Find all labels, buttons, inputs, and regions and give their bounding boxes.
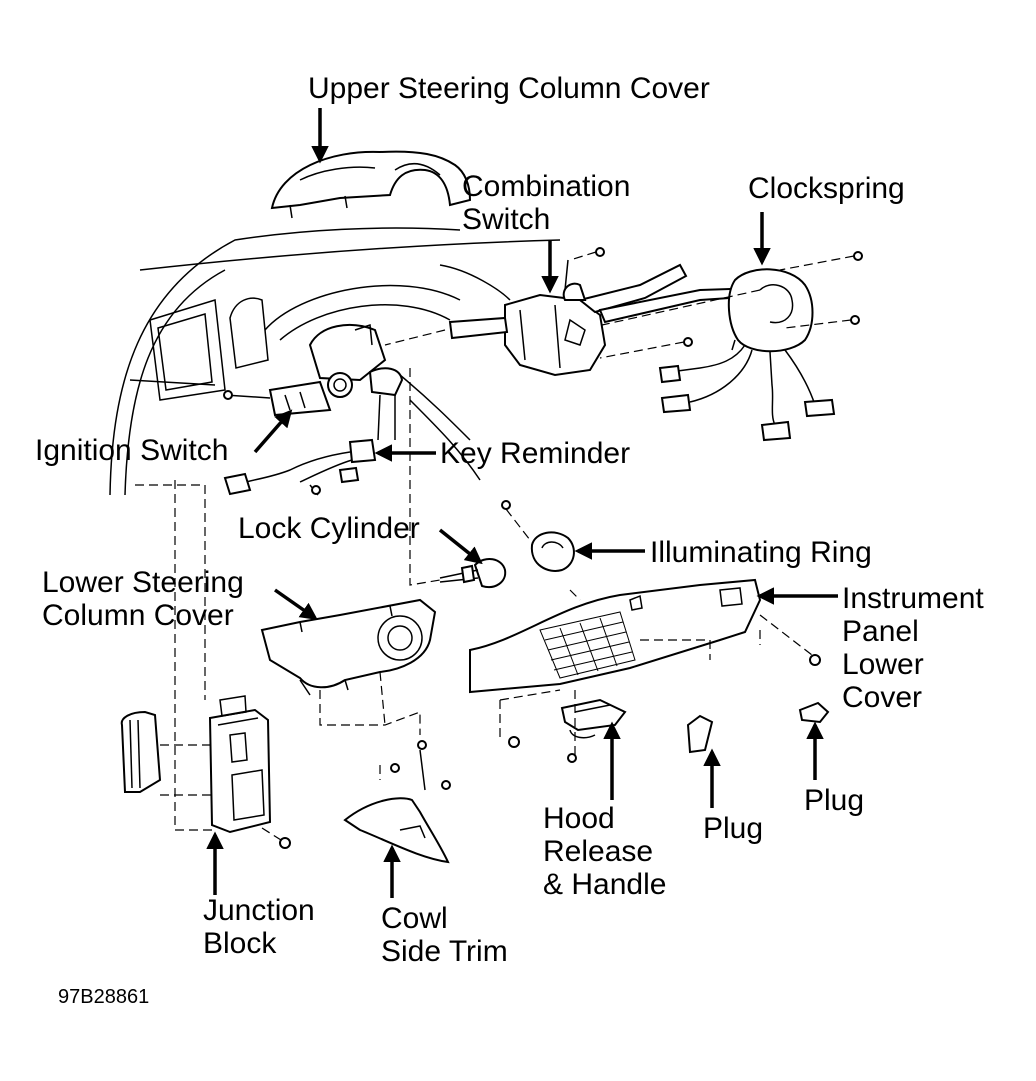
upper-steering-column-cover-part — [270, 150, 472, 219]
label-lock-cylinder: Lock Cylinder — [238, 512, 420, 545]
instrument-panel-lower-cover-part — [469, 578, 821, 748]
figure-reference: 97B28861 — [58, 986, 150, 1008]
steering-column-assembly — [223, 323, 404, 417]
junction-block-part — [120, 695, 291, 849]
label-plug-1: Plug — [703, 812, 764, 845]
label-lower-steering-column-cover: Lower Steering Column Cover — [42, 566, 244, 632]
label-line: Instrument — [842, 582, 984, 615]
label-line: & Handle — [543, 868, 667, 901]
hood-release-part — [560, 698, 627, 763]
label-line: Block — [203, 927, 277, 960]
label-line: Junction — [203, 894, 315, 927]
label-line: Panel — [842, 615, 919, 648]
label-line: Release — [543, 835, 654, 868]
vent-grille — [539, 611, 636, 679]
cowl-side-trim-part — [343, 740, 451, 864]
label-junction-block: Junction Block — [203, 894, 315, 960]
leader-arrows — [206, 108, 838, 898]
label-line: Hood — [543, 802, 615, 835]
label-line: Side Trim — [381, 935, 508, 968]
clockspring-part — [658, 268, 836, 442]
label-plug-2: Plug — [804, 784, 865, 817]
illuminating-ring-part — [501, 500, 575, 572]
label-key-reminder: Key Reminder — [440, 437, 631, 470]
label-line: Lower — [842, 648, 924, 681]
combination-switch-part — [448, 259, 761, 377]
assembly-lines — [135, 251, 855, 841]
label-clockspring: Clockspring — [748, 172, 905, 205]
label-line: Combination — [462, 170, 631, 203]
label-line: Cover — [842, 681, 923, 714]
label-cowl-side-trim: Cowl Side Trim — [381, 902, 508, 968]
lower-steering-column-cover-part — [260, 598, 437, 696]
lock-cylinder-part — [439, 558, 507, 588]
label-illuminating-ring: Illuminating Ring — [650, 536, 872, 569]
label-hood-release: Hood Release & Handle — [543, 802, 666, 901]
label-line: Column Cover — [42, 599, 234, 632]
label-instrument-panel-lower-cover: Instrument Panel Lower Cover — [842, 582, 984, 714]
label-combination-switch: Combination Switch — [462, 170, 630, 236]
label-ignition-switch: Ignition Switch — [35, 434, 229, 467]
label-line: Cowl — [381, 902, 448, 935]
plug-parts — [686, 701, 830, 754]
label-upper-steering-column-cover: Upper Steering Column Cover — [308, 72, 710, 105]
label-line: Lower Steering — [42, 566, 244, 599]
label-line: Switch — [462, 203, 551, 236]
